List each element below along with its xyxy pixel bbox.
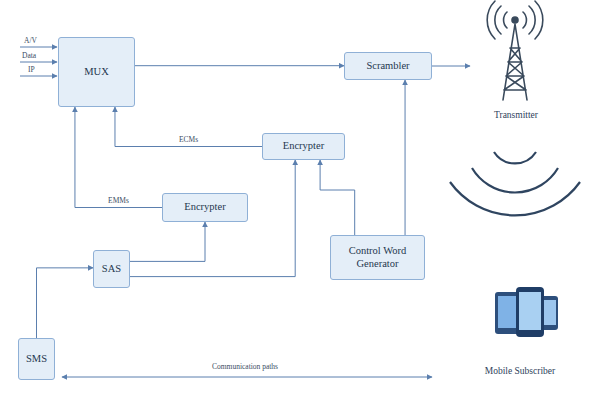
- wave-arc: [450, 182, 580, 215]
- node-label: Mobile Subscriber: [485, 366, 555, 377]
- line-label: Communication paths: [212, 363, 278, 371]
- process-box: SMS: [18, 338, 55, 380]
- input-arrows: [20, 47, 57, 76]
- process-box: Encrypter: [262, 133, 345, 160]
- connector-arrow: [405, 80, 406, 235]
- signal-name: A/V: [24, 37, 37, 45]
- input-line: [20, 47, 57, 48]
- node-label: SAS: [102, 263, 121, 275]
- transmitter-tower: [487, 1, 543, 100]
- communication-line: [62, 377, 432, 378]
- connector-arrow: [135, 65, 344, 66]
- signal-name: Data: [22, 52, 36, 60]
- wave-arc: [494, 152, 536, 163]
- node-label: SMS: [26, 353, 47, 365]
- node-label: Control Word Generator: [335, 245, 420, 269]
- node-label: MUX: [84, 66, 109, 78]
- screen: [519, 292, 541, 330]
- process-box: SAS: [93, 250, 130, 288]
- edge-label: EMMs: [107, 197, 130, 205]
- process-box: Control Word Generator: [330, 235, 425, 280]
- mux-box: MUX: [58, 37, 135, 107]
- node-label: Encrypter: [283, 140, 324, 152]
- node-label: Scrambler: [366, 60, 409, 72]
- input-line: [20, 62, 57, 63]
- screen: [498, 296, 518, 328]
- phone-icon: [516, 287, 544, 337]
- connector-arrow: [320, 160, 355, 235]
- subscriber-node: Mobile Subscriber: [470, 282, 570, 378]
- process-box: Scrambler: [344, 52, 432, 80]
- connector-arrow: [130, 160, 295, 277]
- transmitter-node: Transmitter: [470, 2, 562, 122]
- input-line: [20, 76, 57, 77]
- edge-label: ECMs: [178, 136, 199, 144]
- connector-arrow: [37, 268, 94, 338]
- mobile-devices: [495, 287, 558, 337]
- screen: [542, 300, 556, 325]
- process-box: Encrypter: [162, 193, 248, 222]
- wave-arc: [472, 168, 558, 192]
- connector-arrow: [432, 66, 470, 67]
- connector-arrow: [115, 107, 262, 147]
- node-label: Transmitter: [494, 110, 538, 121]
- connector-arrow: [75, 107, 162, 208]
- signal-name: IP: [28, 66, 35, 74]
- node-label: Encrypter: [184, 201, 225, 213]
- connector-arrow: [130, 222, 205, 261]
- radio-waves: [450, 152, 580, 215]
